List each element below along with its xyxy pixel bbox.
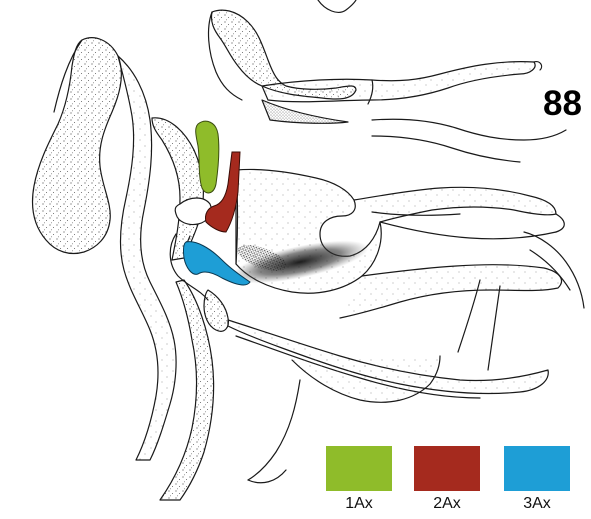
upper-right-ridge xyxy=(262,62,535,102)
legend-label-2ax: 2Ax xyxy=(414,495,480,513)
legend-swatch-1ax xyxy=(326,446,392,491)
legend-item-2ax: 2Ax xyxy=(414,446,480,516)
right-lower-arm xyxy=(340,265,562,318)
legend-item-1ax: 1Ax xyxy=(326,446,392,516)
hatched-region xyxy=(262,100,348,123)
legend-label-3ax: 3Ax xyxy=(504,495,570,513)
left-band xyxy=(118,56,176,460)
color-legend: 1Ax 2Ax 3Ax xyxy=(326,446,576,516)
legend-swatch-3ax xyxy=(504,446,570,491)
top-loop-outline xyxy=(318,0,356,12)
legend-item-3ax: 3Ax xyxy=(504,446,570,516)
left-lobe xyxy=(33,38,122,254)
lower-articulation xyxy=(204,290,228,331)
lower-right-flap xyxy=(292,356,440,402)
right-arm xyxy=(354,187,556,222)
legend-swatch-2ax xyxy=(414,446,480,491)
legend-label-1ax: 1Ax xyxy=(326,495,392,513)
central-stalk xyxy=(152,118,203,260)
figure-number: 88 xyxy=(543,84,582,124)
